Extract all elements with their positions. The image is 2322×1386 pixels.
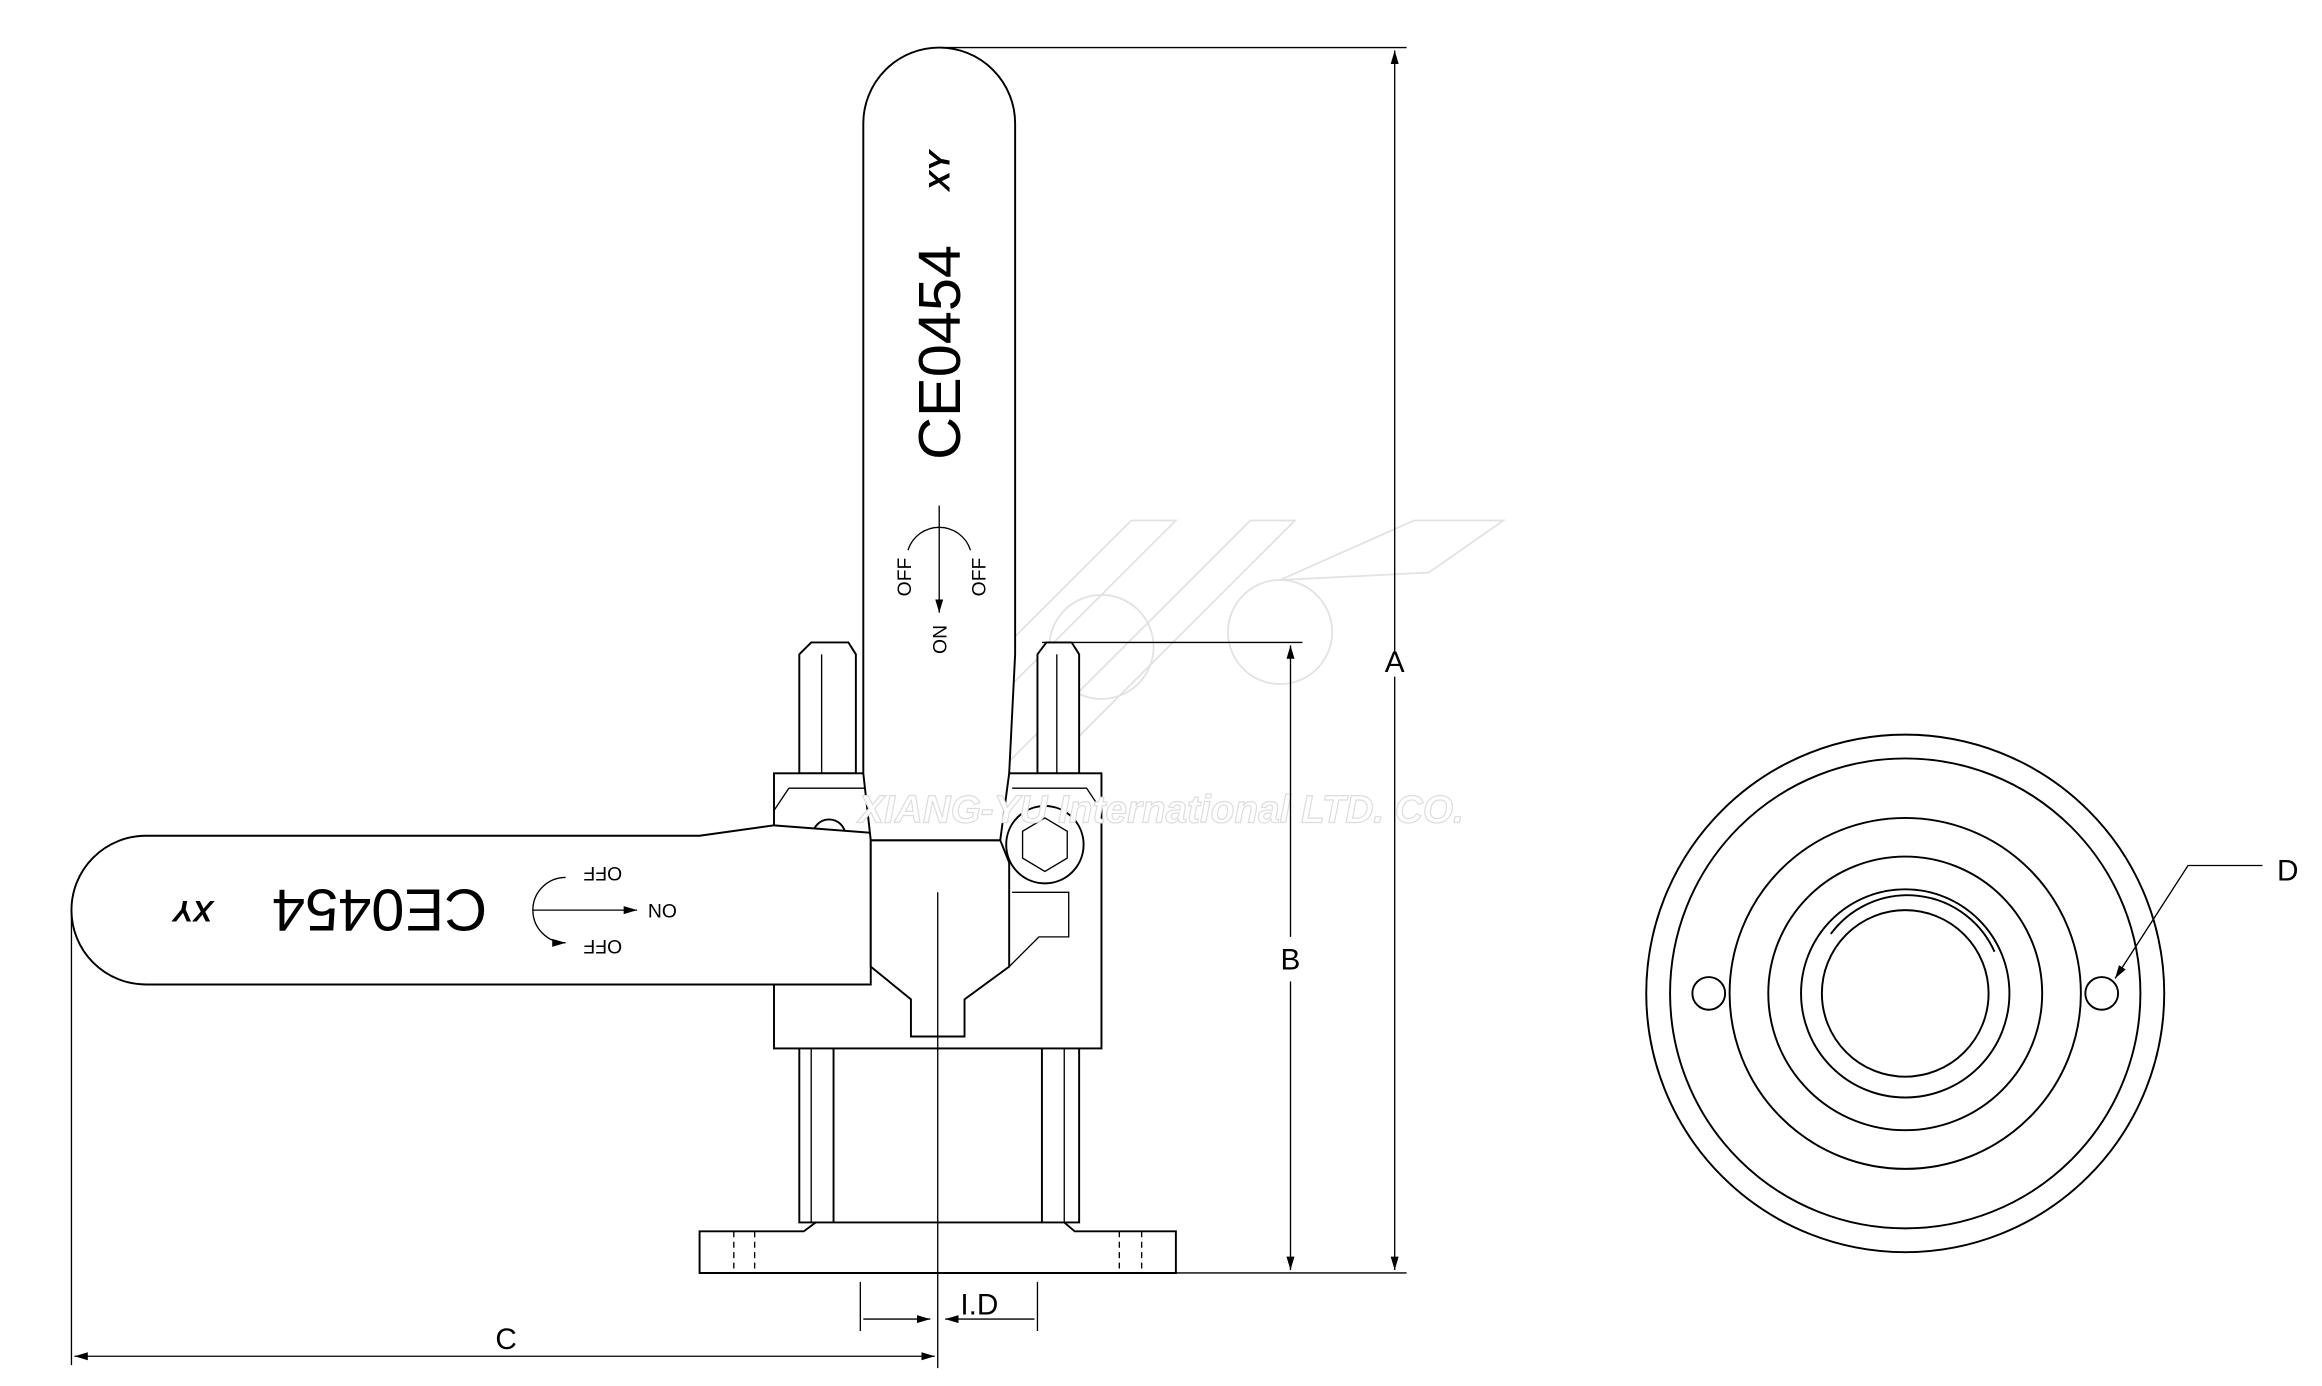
dimension-c-label: C [495, 1323, 517, 1356]
off-label: OFF [583, 862, 622, 884]
off-label: OFF [894, 558, 916, 597]
logo-vertical: XY [924, 148, 957, 193]
dimension-b-label: B [1281, 944, 1301, 977]
off-label: OFF [968, 558, 990, 597]
handle-marking-vertical: CE0454 [906, 245, 973, 460]
handle-marking-horizontal: CE0454 [272, 876, 487, 943]
dimension-a-label: A [1385, 646, 1405, 679]
logo-horizontal: XY [170, 894, 215, 927]
bolt-hole [2084, 976, 2120, 1011]
dimension-d-label: D [2277, 854, 2299, 887]
bolt-hole [1691, 976, 1727, 1011]
dimension-lines [70, 46, 1407, 1366]
end-view [1645, 733, 2263, 1254]
on-label: ON [930, 625, 952, 654]
lower-columns [798, 1047, 1081, 1224]
handle-horizontal: CE0454 XY OFF ON OFF [70, 824, 1011, 1038]
watermark-text: XIANG-YU International LTD. CO. [856, 788, 1463, 831]
handle-vertical: CE0454 XY OFF OFF ON [862, 46, 1017, 842]
on-label: ON [648, 899, 677, 921]
off-label: OFF [583, 935, 622, 957]
dimension-id-label: I.D [960, 1289, 998, 1322]
